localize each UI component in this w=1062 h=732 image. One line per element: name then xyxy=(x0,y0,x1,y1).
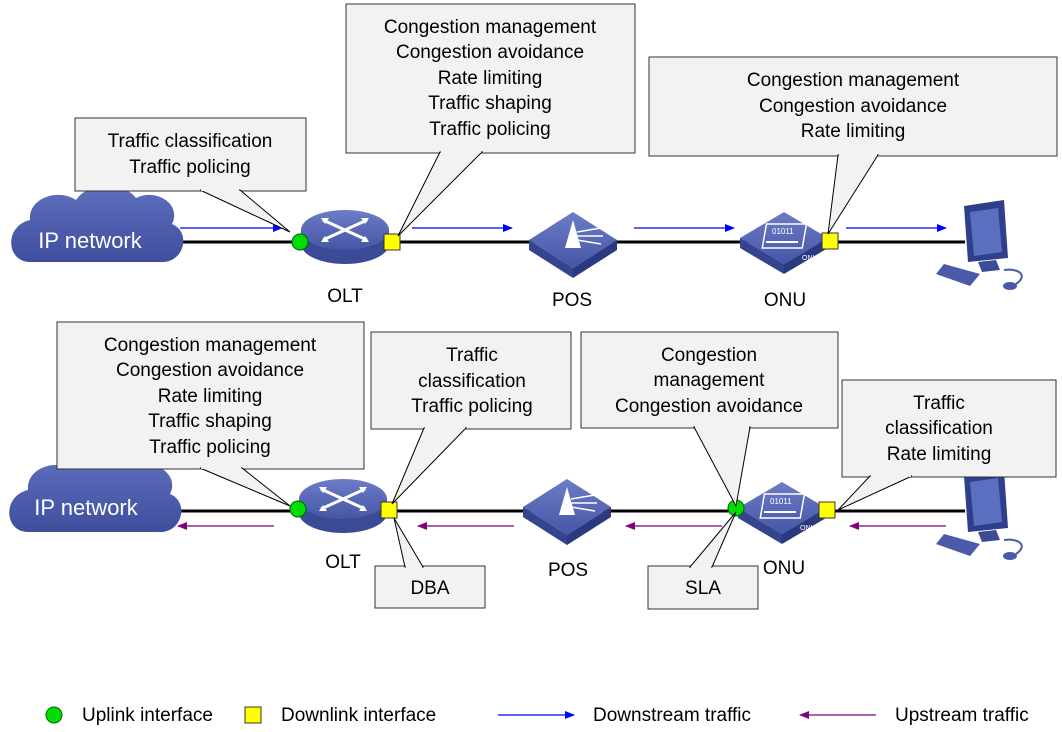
callout-line: Congestion avoidance xyxy=(759,96,947,117)
callout-line: Traffic classification xyxy=(108,131,273,152)
callout-line: Traffic xyxy=(913,393,965,414)
callout-line: Congestion management xyxy=(104,335,317,356)
callout-olt-downlink-downstream: Congestion management Congestion avoidan… xyxy=(345,3,636,237)
onu-device-icon: 01011 ONU xyxy=(740,212,828,274)
callout-line: Traffic policing xyxy=(129,157,250,178)
callout-line: Traffic policing xyxy=(429,119,550,140)
olt-downlink-interface xyxy=(383,233,401,251)
callout-line: Traffic shaping xyxy=(428,93,552,114)
dba-callout: DBA xyxy=(374,517,486,609)
legend-upstream-label: Upstream traffic xyxy=(895,705,1029,726)
ip-network-label: IP network xyxy=(34,495,139,520)
callout-line: Congestion management xyxy=(747,70,960,91)
legend-downlink-marker xyxy=(244,706,262,724)
olt-label: OLT xyxy=(325,552,361,573)
callout-onu-downlink-upstream: Traffic classification Rate limiting xyxy=(837,379,1057,511)
callout-line: management xyxy=(654,370,766,391)
onu-bits: 01011 xyxy=(770,497,792,506)
olt-label: OLT xyxy=(327,286,363,307)
pos-label: POS xyxy=(552,290,592,311)
onu-downlink-interface xyxy=(818,501,836,519)
downstream-row: IP network OLT POS 01011 xyxy=(11,3,1058,311)
sla-callout: SLA xyxy=(647,511,759,610)
onu-badge: ONU xyxy=(800,525,816,532)
pc-icon xyxy=(936,470,1023,560)
olt-downlink-interface xyxy=(380,501,398,519)
callout-line: Rate limiting xyxy=(801,121,906,142)
callout-line: Rate limiting xyxy=(158,386,263,407)
callout-line: Rate limiting xyxy=(438,68,543,89)
pc-icon xyxy=(936,200,1023,290)
legend-downstream-label: Downstream traffic xyxy=(593,705,751,726)
callout-line: Congestion avoidance xyxy=(396,42,584,63)
onu-device-icon: 01011 ONU xyxy=(738,482,826,544)
callout-line: Traffic shaping xyxy=(148,411,272,432)
callout-onu-uplink-upstream: Congestion management Congestion avoidan… xyxy=(580,331,839,508)
legend-uplink-label: Uplink interface xyxy=(82,705,213,726)
pos-label: POS xyxy=(548,560,588,581)
pos-device-icon xyxy=(529,212,617,278)
callout-line: Rate limiting xyxy=(887,444,992,465)
olt-uplink-interface xyxy=(291,233,309,251)
legend: Uplink interface Downlink interface Down… xyxy=(45,705,1029,726)
callout-olt-uplink-downstream: Traffic classification Traffic policing xyxy=(74,117,307,233)
callout-line: Congestion xyxy=(661,345,757,366)
sla-label: SLA xyxy=(685,578,721,599)
callout-line: Traffic policing xyxy=(411,396,532,417)
onu-label: ONU xyxy=(763,558,805,579)
callout-line: Congestion avoidance xyxy=(116,360,304,381)
callout-line: Congestion management xyxy=(384,17,597,38)
legend-uplink-marker xyxy=(45,706,63,724)
callout-onu-downlink-downstream: Congestion management Congestion avoidan… xyxy=(648,56,1058,235)
ip-network-cloud: IP network xyxy=(9,455,182,533)
callout-olt-uplink-upstream: Congestion management Congestion avoidan… xyxy=(56,321,365,507)
ip-network-cloud: IP network xyxy=(11,185,184,263)
callout-line: Traffic policing xyxy=(149,437,270,458)
onu-downlink-interface xyxy=(821,232,839,250)
callout-line: classification xyxy=(885,418,993,439)
callout-line: Congestion avoidance xyxy=(615,396,803,417)
olt-uplink-interface xyxy=(289,500,307,518)
olt-device-icon xyxy=(301,210,389,264)
callout-line: classification xyxy=(418,371,526,392)
upstream-row: IP network OLT POS 01011 ON xyxy=(9,321,1057,610)
onu-label: ONU xyxy=(764,290,806,311)
callout-line: Traffic xyxy=(446,345,498,366)
onu-badge: ONU xyxy=(802,255,818,262)
legend-downlink-label: Downlink interface xyxy=(281,705,436,726)
onu-bits: 01011 xyxy=(772,227,794,236)
callout-olt-downlink-upstream: Traffic classification Traffic policing xyxy=(370,331,572,505)
ip-network-label: IP network xyxy=(38,228,143,253)
pos-device-icon xyxy=(523,479,611,545)
olt-device-icon xyxy=(299,479,387,533)
dba-label: DBA xyxy=(410,578,449,599)
